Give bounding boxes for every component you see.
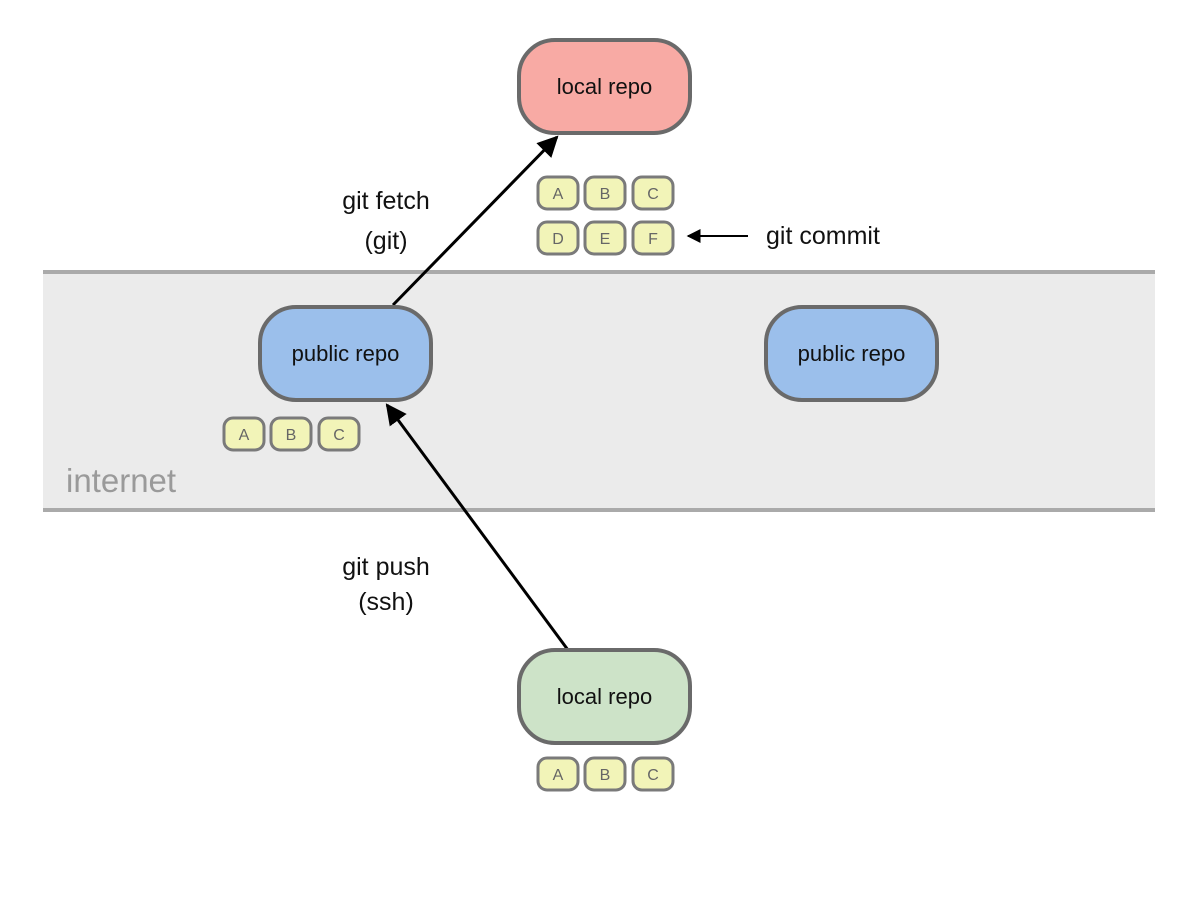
- commit-label: B: [286, 427, 297, 444]
- commit-box: E: [583, 220, 627, 256]
- commit-box: A: [536, 756, 580, 792]
- push-label: git push: [342, 553, 430, 581]
- commit-box: C: [631, 756, 675, 792]
- commit-label: E: [600, 231, 611, 248]
- commit-box: D: [536, 220, 580, 256]
- node-label: public repo: [798, 341, 906, 366]
- commit-label: A: [239, 427, 250, 444]
- commit-label: C: [647, 186, 659, 203]
- commit-box: B: [269, 416, 313, 452]
- top-local-commits: A B C D E F: [536, 175, 675, 256]
- commit-label: C: [333, 427, 345, 444]
- fetch-label: git fetch: [342, 187, 430, 215]
- commit-box: A: [536, 175, 580, 211]
- commit-box: C: [631, 175, 675, 211]
- node-label: local repo: [557, 74, 652, 99]
- commit-label: A: [553, 186, 564, 203]
- commit-box: A: [222, 416, 266, 452]
- commit-box: B: [583, 175, 627, 211]
- commit-label: C: [647, 767, 659, 784]
- commit-label: B: [600, 767, 611, 784]
- commit-label: A: [553, 767, 564, 784]
- bottom-local-repo-node: local repo: [517, 648, 692, 745]
- bottom-local-commits: A B C: [536, 756, 675, 792]
- internet-label: internet: [66, 462, 176, 499]
- public-repo-left-node: public repo: [258, 305, 433, 402]
- commit-box: C: [317, 416, 361, 452]
- public-left-commits: A B C: [222, 416, 361, 452]
- commit-box: B: [583, 756, 627, 792]
- node-label: local repo: [557, 684, 652, 709]
- top-local-repo-node: local repo: [517, 38, 692, 135]
- commit-label: B: [600, 186, 611, 203]
- push-arrow: [385, 403, 570, 651]
- node-label: public repo: [292, 341, 400, 366]
- push-protocol-label: (ssh): [358, 588, 414, 616]
- commit-command-label: git commit: [766, 222, 880, 250]
- fetch-arrow: [391, 135, 559, 307]
- commit-label: D: [552, 231, 564, 248]
- internet-zone: internet: [43, 270, 1155, 512]
- public-repo-right-node: public repo: [764, 305, 939, 402]
- fetch-protocol-label: (git): [364, 227, 407, 255]
- commit-box: F: [631, 220, 675, 256]
- commit-label: F: [648, 231, 658, 248]
